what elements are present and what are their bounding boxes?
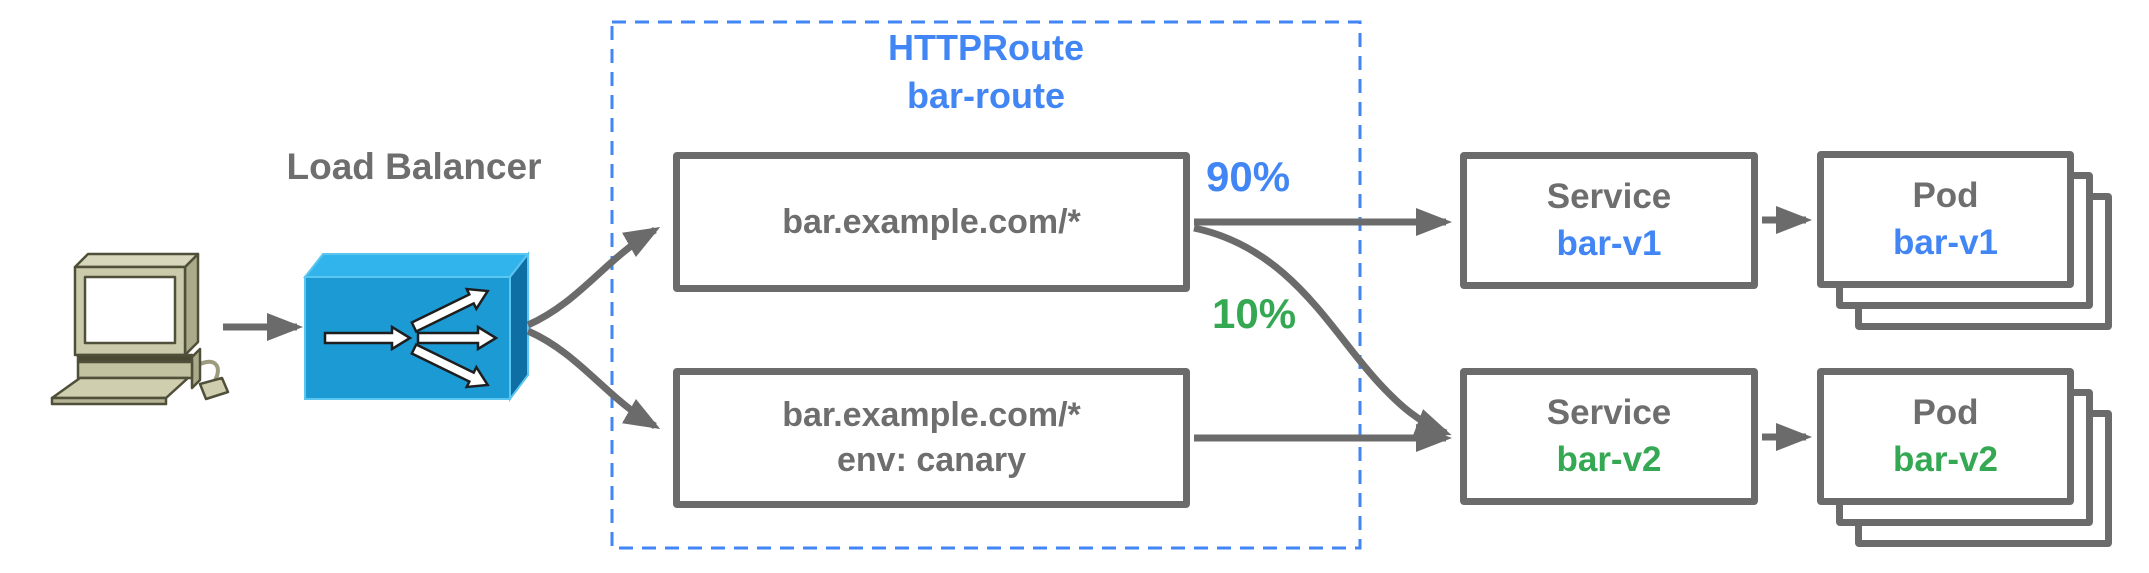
pod-1-name: bar-v1 <box>1892 222 1999 262</box>
service-2-kind: Service <box>1546 393 1672 433</box>
service-2-name: bar-v2 <box>1556 439 1662 479</box>
service-box-bar-v2: Service bar-v2 <box>1460 368 1758 505</box>
weight-label-90: 90% <box>1206 153 1291 200</box>
route-match-box-2: bar.example.com/* env: canary <box>673 368 1190 508</box>
httproute-group-title-name: bar-route <box>906 74 1065 116</box>
pod-box-bar-v1: Pod bar-v1 <box>1817 151 2074 288</box>
service-1-kind: Service <box>1546 177 1672 217</box>
load-balancer-label: Load Balancer <box>286 146 542 187</box>
route-match-box-1: bar.example.com/* <box>673 152 1190 292</box>
httproute-group-title: HTTPRoute bar-route <box>612 24 1360 119</box>
pod-1-kind: Pod <box>1912 176 1979 216</box>
lb-to-route2-arrow <box>526 327 661 430</box>
route-match-2-host: bar.example.com/* <box>782 396 1081 435</box>
service-box-bar-v1: Service bar-v1 <box>1460 152 1758 289</box>
service-1-name: bar-v1 <box>1556 223 1662 263</box>
lb-to-route1-arrow <box>526 226 661 329</box>
pod-box-bar-v2: Pod bar-v2 <box>1817 368 2074 505</box>
pod-2-kind: Pod <box>1912 393 1979 433</box>
load-balancer-split-arrows-icon <box>323 287 499 389</box>
route1-to-service2-arrow <box>1193 224 1452 437</box>
route-match-2-header: env: canary <box>837 441 1026 479</box>
httproute-group-title-kind: HTTPRoute <box>888 27 1084 68</box>
httproute-group-border <box>610 20 1362 550</box>
pod-2-name: bar-v2 <box>1892 439 1999 479</box>
pod-stack-bar-v1: Pod bar-v1 <box>1817 151 2113 331</box>
client-computer-icon <box>50 252 230 406</box>
weight-label-10: 10% <box>1212 290 1297 337</box>
route-match-1-host: bar.example.com/* <box>782 202 1081 241</box>
load-balancer-icon <box>302 251 531 402</box>
pod-stack-bar-v2: Pod bar-v2 <box>1817 368 2113 548</box>
